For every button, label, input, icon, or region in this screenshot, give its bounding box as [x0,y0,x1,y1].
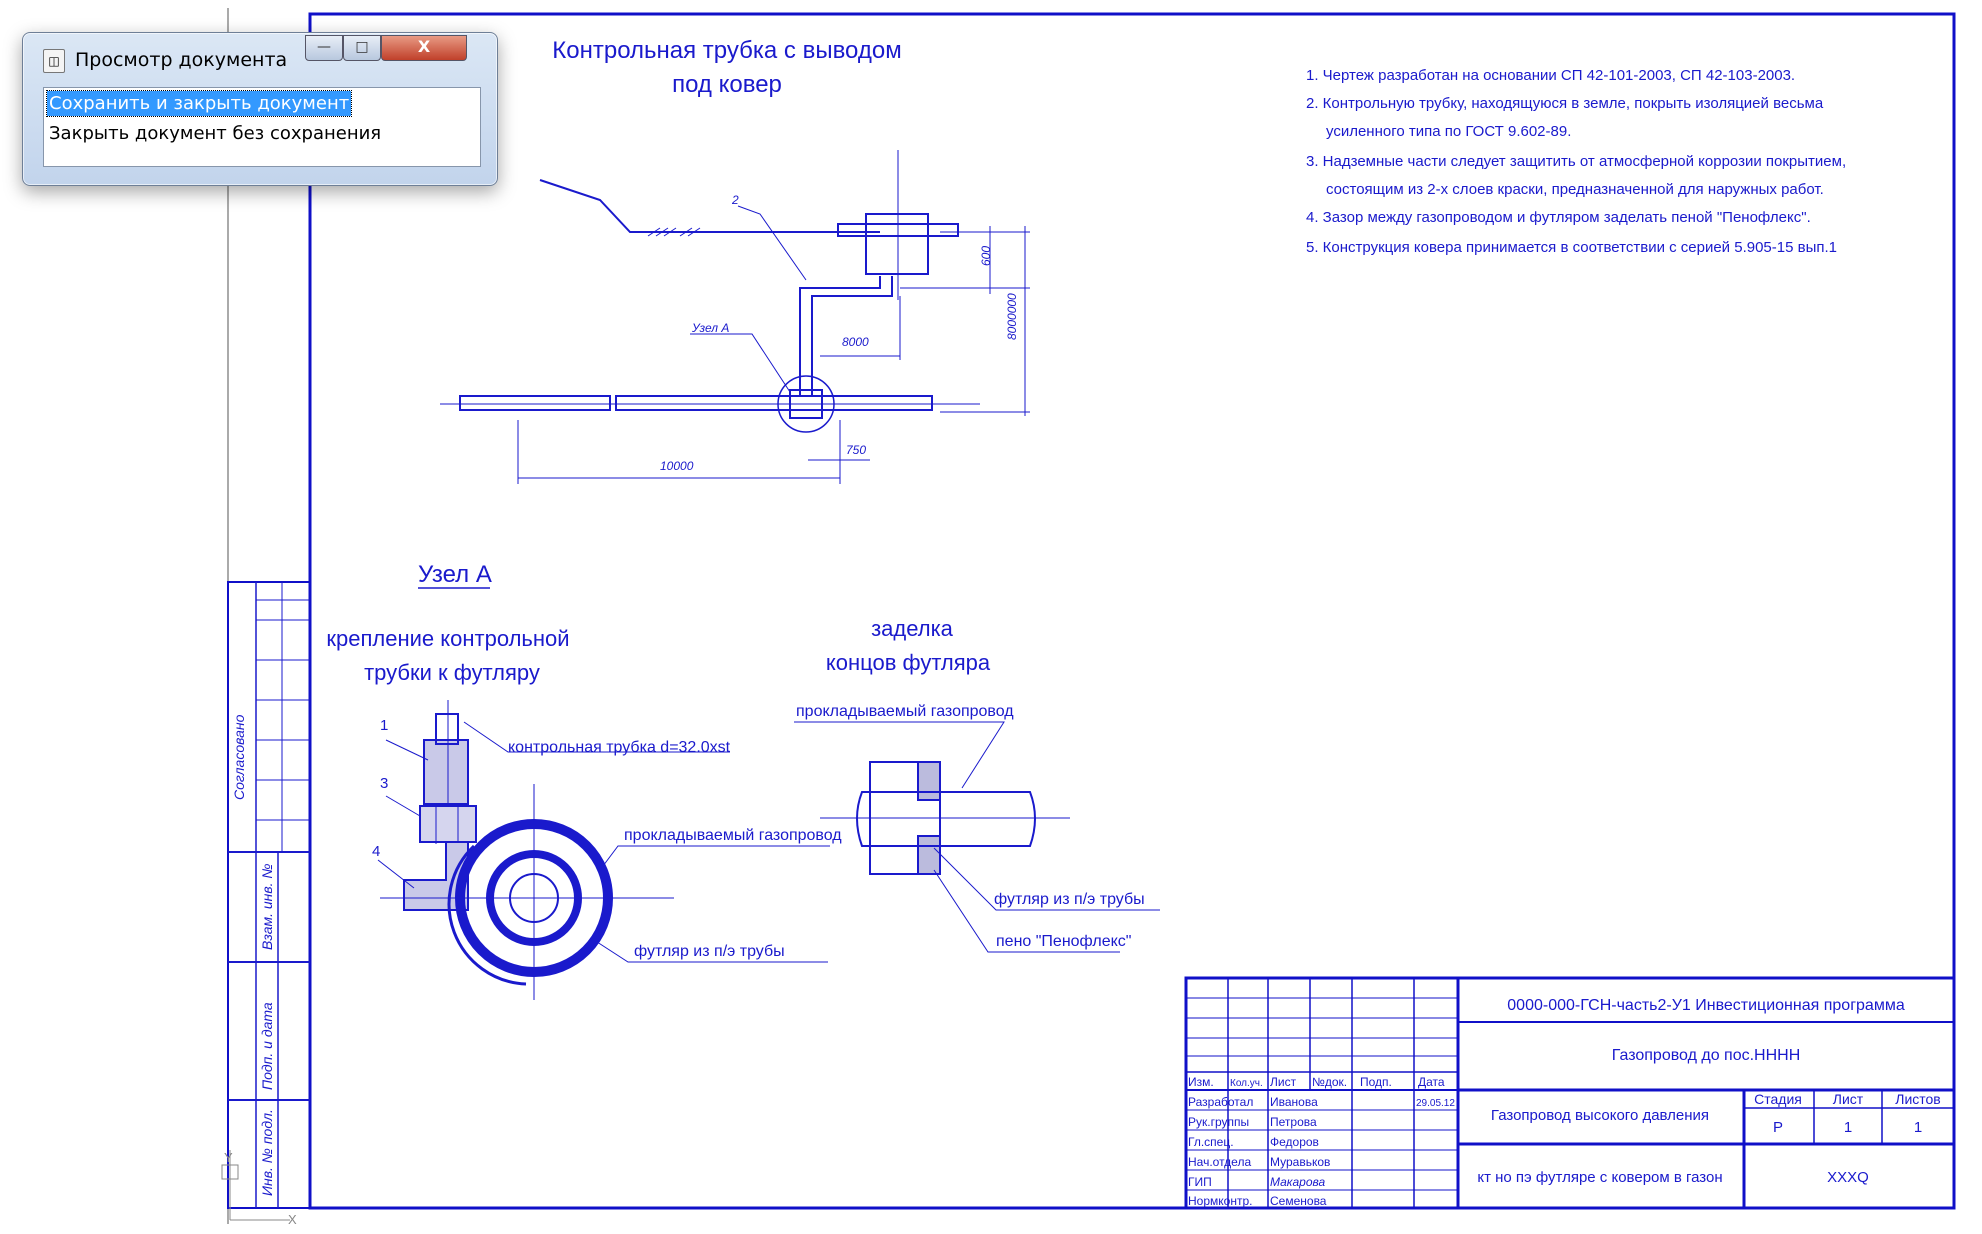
detail-a [377,700,830,1000]
tb-name: Семенова [1270,1194,1327,1208]
section2-title-line1: заделка [871,616,954,641]
tb-role: Нормконтр. [1188,1194,1252,1208]
tb-name: Муравьков [1270,1155,1330,1169]
callout-3: 3 [380,775,388,792]
tb-name: Макарова [1270,1175,1325,1189]
tb-col-header: Дата [1418,1075,1445,1089]
section1-title-line1: крепление контрольной [326,626,569,651]
tb-role: Рук.группы [1188,1115,1249,1129]
dim-600: 600 [979,246,993,266]
minimize-button[interactable]: — [305,35,343,61]
document-view-dialog: ◫ Просмотр документа — □ X Сохранить и з… [22,32,498,186]
tb-sheet-title: кт но пэ футляре с ковером в газон [1477,1169,1722,1186]
section1-title-line2: трубки к футляру [364,660,540,685]
tb-code: 0000-000-ГСН-часть2-У1 Инвестиционная пр… [1507,997,1905,1014]
callout-gas-pipe-2: прокладываемый газопровод [796,703,1014,720]
tb-org: XXXQ [1827,1169,1869,1186]
tb-stage: Р [1773,1119,1783,1136]
tb-role: Нач.отдела [1188,1155,1251,1169]
maximize-button[interactable]: □ [343,35,381,61]
note-line: 3. Надземные части следует защитить от а… [1306,153,1846,170]
callout-gas-pipe: прокладываемый газопровод [624,827,842,844]
note-line: состоящим из 2-х слоев краски, предназна… [1326,181,1824,198]
tb-object: Газопровод высокого давления [1491,1107,1709,1124]
tb-col-header: Изм. [1188,1075,1214,1089]
axis-x-label: X [288,1212,297,1227]
note-line: усиленного типа по ГОСТ 9.602-89. [1326,123,1571,140]
note-line: 5. Конструкция ковера принимается в соот… [1306,239,1837,256]
note-line: 2. Контрольную трубку, находящуюся в зем… [1306,95,1824,112]
close-button[interactable]: X [381,35,467,61]
tb-name: Иванова [1270,1095,1318,1109]
tb-sheet: 1 [1844,1119,1852,1136]
callout-tube: контрольная трубка d=32.0xst [508,739,731,756]
callout-foam: пено "Пенофлекс" [996,933,1131,950]
tb-col-header: Кол.уч. [1230,1078,1263,1089]
dim-750: 750 [846,443,866,457]
uzel-a-ref: Узел А [691,321,729,335]
side-label-inv: Взам. инв. № [259,863,275,950]
tb-role: Гл.спец. [1188,1135,1234,1149]
tb-role: ГИП [1188,1175,1212,1189]
drawing-title-line1: Контрольная трубка с выводом [552,37,901,64]
tb-sheets: 1 [1914,1119,1922,1136]
tb-project: Газопровод до пос.НННН [1612,1047,1801,1064]
notes-block: 1. Чертеж разработан на основании СП 42-… [1306,67,1846,256]
callout-case-2: футляр из п/э трубы [994,891,1145,908]
detail-case-ends [794,721,1160,953]
tb-col-header: Подп. [1360,1075,1392,1089]
tb-sheet-header: Лист [1833,1091,1864,1107]
pos-2-label: 2 [731,193,739,207]
uzel-a-caption: Узел А [418,561,492,588]
callout-1: 1 [380,717,388,734]
tb-date: 29.05.12 [1416,1098,1455,1109]
tb-name: Федоров [1270,1135,1319,1149]
side-label-sign: Подп. и дата [259,1002,275,1090]
tb-role: Разработал [1188,1095,1253,1109]
tb-col-header: Лист [1270,1075,1297,1089]
tb-sheets-header: Листов [1895,1091,1941,1107]
note-line: 1. Чертеж разработан на основании СП 42-… [1306,67,1795,84]
dim-8000: 8000 [842,335,869,349]
dim-8000v: 8000000 [1005,293,1019,340]
save-and-close-option[interactable]: Сохранить и закрыть документ [45,90,353,117]
callout-4: 4 [372,843,380,860]
axis-y-label: Y [224,1150,233,1165]
callout-case: футляр из п/э трубы [634,943,785,960]
section2-title-line2: концов футляра [826,650,991,675]
side-label-inv-podl: Инв. № подл. [259,1109,275,1196]
side-label-agreed: Согласовано [231,714,247,800]
ucs-icon [221,1150,290,1221]
main-scheme [440,150,1030,484]
dialog-title: Просмотр документа [75,49,288,71]
tb-col-header: №док. [1312,1075,1347,1089]
drawing-title-line2: под ковер [672,71,782,98]
title-block [1184,976,1956,1210]
note-line: 4. Зазор между газопроводом и футляром з… [1306,209,1811,226]
close-without-saving-option[interactable]: Закрыть документ без сохранения [49,123,382,144]
tb-stage-header: Стадия [1754,1091,1802,1107]
dim-10000: 10000 [660,459,694,473]
document-icon: ◫ [43,49,65,73]
tb-name: Петрова [1270,1115,1317,1129]
dialog-options-list: Сохранить и закрыть документ Закрыть док… [43,87,481,167]
